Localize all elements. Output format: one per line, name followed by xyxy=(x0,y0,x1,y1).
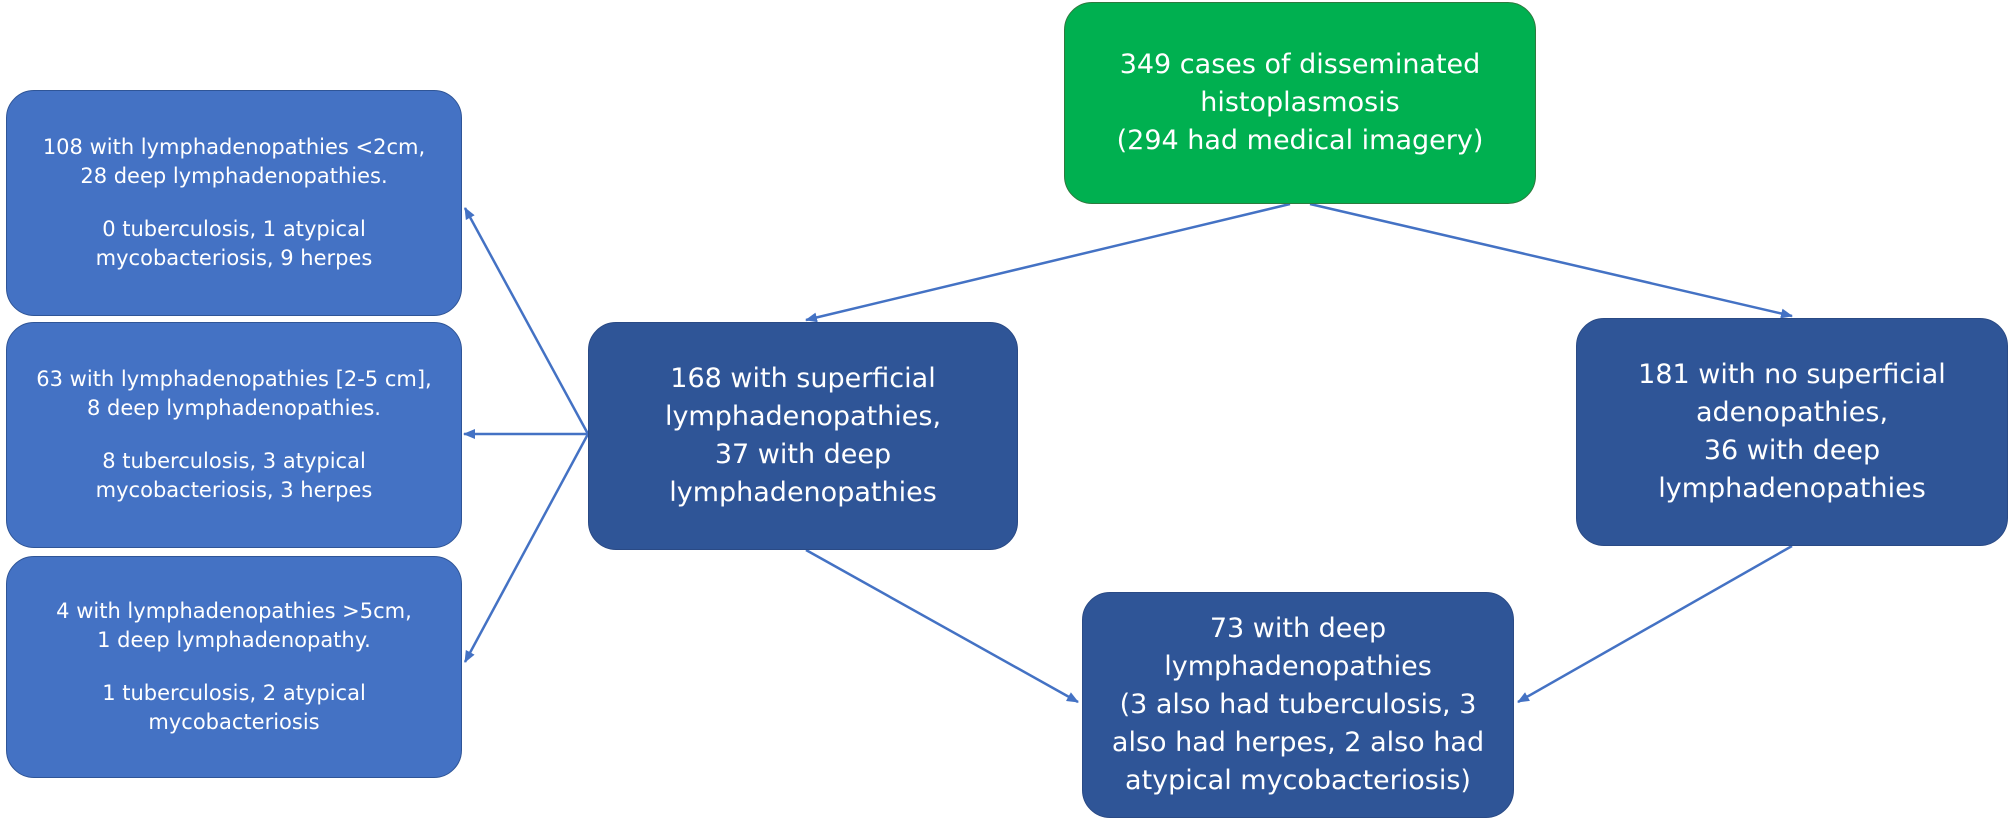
node-summary-line: 1 deep lymphadenopathy. xyxy=(97,627,371,652)
node-detail-line: mycobacteriosis xyxy=(148,710,320,735)
node-text-line: 73 with deep xyxy=(1209,613,1387,644)
node-text-line: atypical mycobacteriosis) xyxy=(1125,765,1471,796)
node-text-line: lymphadenopathies, xyxy=(664,401,942,432)
node-text-line: adenopathies, xyxy=(1695,397,1889,428)
node-detail-line: mycobacteriosis, 3 herpes xyxy=(95,478,373,503)
node-text-line: lymphadenopathies xyxy=(669,477,937,508)
arrow-no-superficial-to-deep xyxy=(1517,544,1793,704)
node-detail-line: 1 tuberculosis, 2 atypical xyxy=(102,681,366,706)
node-lymphadenopathies-under-2cm: 108 with lymphadenopathies <2cm, 28 deep… xyxy=(6,90,462,316)
node-no-superficial-adenopathies: 181 with no superficial adenopathies, 36… xyxy=(1576,318,2008,546)
node-detail-line: 0 tuberculosis, 1 atypical xyxy=(102,217,366,242)
node-text-line: also had herpes, 2 also had xyxy=(1111,727,1485,758)
arrow-superficial-to-small-nodes xyxy=(463,207,590,435)
node-summary-line: 28 deep lymphadenopathies. xyxy=(80,163,388,188)
arrow-top-to-superficial xyxy=(805,202,1291,323)
node-text-line: lymphadenopathies xyxy=(1164,651,1432,682)
node-disseminated-histoplasmosis: 349 cases of disseminated histoplasmosis… xyxy=(1064,2,1536,204)
arrow-superficial-to-large-nodes xyxy=(463,433,590,663)
node-lymphadenopathies-2-5cm: 63 with lymphadenopathies [2-5 cm], 8 de… xyxy=(6,322,462,548)
node-lymphadenopathies-over-5cm: 4 with lymphadenopathies >5cm, 1 deep ly… xyxy=(6,556,462,778)
node-summary-line: 4 with lymphadenopathies >5cm, xyxy=(56,598,412,623)
node-text-line: lymphadenopathies xyxy=(1658,473,1926,504)
node-summary-line: 108 with lymphadenopathies <2cm, xyxy=(42,134,426,159)
node-text-line: 37 with deep xyxy=(714,439,892,470)
node-detail-line: mycobacteriosis, 9 herpes xyxy=(95,246,373,271)
node-summary-line: 8 deep lymphadenopathies. xyxy=(87,395,381,420)
node-text-line: (294 had medical imagery) xyxy=(1116,125,1484,156)
node-deep-lymphadenopathies: 73 with deep lymphadenopathies (3 also h… xyxy=(1082,592,1514,818)
node-text-line: 181 with no superficial xyxy=(1638,359,1946,390)
node-text-line: 36 with deep xyxy=(1703,435,1881,466)
arrow-superficial-to-deep xyxy=(805,548,1079,704)
node-detail-line: 8 tuberculosis, 3 atypical xyxy=(102,449,366,474)
node-text-line: (3 also had tuberculosis, 3 xyxy=(1119,689,1477,720)
node-text-line: 168 with superficial xyxy=(670,363,936,394)
node-superficial-lymphadenopathies: 168 with superficial lymphadenopathies, … xyxy=(588,322,1018,550)
node-summary-line: 63 with lymphadenopathies [2-5 cm], xyxy=(36,366,432,391)
node-text-line: 349 cases of disseminated xyxy=(1119,49,1481,80)
node-text-line: histoplasmosis xyxy=(1200,87,1400,118)
arrow-top-to-no-superficial xyxy=(1309,202,1793,319)
